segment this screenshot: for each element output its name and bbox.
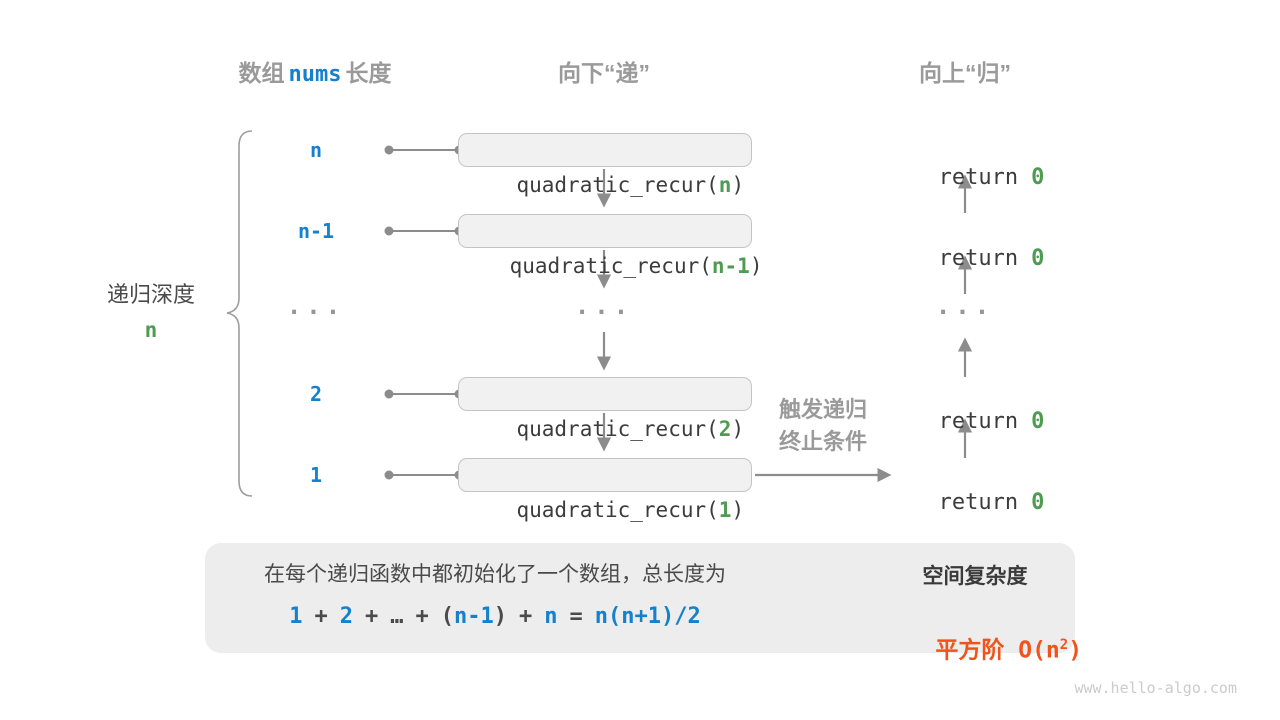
call-arg: n-1 [711, 254, 750, 278]
formula-ellipsis: … [390, 604, 404, 629]
call-box-n: quadratic_recur(n) [458, 133, 752, 197]
return-keyword: return [938, 246, 1019, 271]
space-complexity-value: 平方阶 O(n2) [880, 600, 1082, 664]
formula-term: n [544, 604, 558, 629]
call-box-n-1: quadratic_recur(n-1) [458, 214, 762, 278]
return-value: 0 [1031, 409, 1045, 434]
formula-rparen: ) [493, 604, 508, 629]
trigger-note-line2: 终止条件 [778, 429, 867, 454]
return-statement-1: return 0 [880, 136, 1050, 190]
return-keyword: return [938, 409, 1019, 434]
formula-term: 2 [339, 604, 354, 629]
ellipsis-middle: ... [574, 292, 634, 320]
call-arg: 1 [718, 498, 732, 522]
header-array-suffix: 长度 [345, 60, 392, 86]
length-label-2: 2 [309, 382, 323, 406]
call-close: ) [731, 417, 745, 441]
return-value: 0 [1031, 490, 1045, 515]
complexity-exponent: 2 [1059, 637, 1069, 653]
header-nums-code: nums [288, 62, 342, 87]
summary-formula: 1 +2 + … + (n-1) + n = n(n+1)/2 [230, 601, 760, 633]
trigger-note-line1: 触发递归 [778, 397, 867, 422]
formula-equals: = [569, 604, 583, 629]
column-header-recurse: 向下“递” [558, 60, 650, 86]
formula-term: n-1 [454, 604, 494, 629]
site-watermark: www.hello-algo.com [1074, 679, 1237, 697]
call-text: quadratic_recur( [516, 173, 719, 197]
formula-paren-group: (n-1) [441, 604, 507, 629]
length-label-n: n [309, 138, 323, 162]
summary-panel [205, 543, 1075, 653]
formula-op: + [519, 604, 533, 629]
ellipsis-left: ... [286, 292, 346, 320]
column-header-return: 向上“归” [919, 60, 1011, 86]
formula-lparen: ( [440, 604, 455, 629]
label-connectors [384, 145, 464, 480]
return-statement-4: return 0 [880, 380, 1050, 434]
call-close: ) [749, 254, 763, 278]
formula-term: 1 [289, 604, 303, 629]
complexity-post: ) [1068, 637, 1083, 664]
call-text: quadratic_recur( [516, 498, 719, 522]
complexity-pre: 平方阶 O(n [935, 637, 1060, 664]
return-keyword: return [938, 165, 1019, 190]
formula-op: + [415, 604, 429, 629]
return-statement-5: return 0 [880, 461, 1050, 515]
call-close: ) [731, 173, 745, 197]
call-box-1: quadratic_recur(1) [458, 458, 752, 522]
ellipsis-right: ... [935, 292, 995, 320]
header-array-prefix: 数组 [238, 60, 285, 86]
formula-op: + [314, 604, 328, 629]
call-close: ) [731, 498, 745, 522]
summary-description: 在每个递归函数中都初始化了一个数组，总长度为 [264, 563, 726, 586]
call-arg: 2 [718, 417, 732, 441]
call-arg: n [718, 173, 732, 197]
recursion-depth-value: n [144, 318, 158, 342]
call-text: quadratic_recur( [509, 254, 712, 278]
length-label-1: 1 [309, 463, 323, 487]
recursion-depth-label: 递归深度 [106, 282, 195, 307]
call-text: quadratic_recur( [516, 417, 719, 441]
formula-op: + [365, 604, 379, 629]
return-value: 0 [1031, 165, 1045, 190]
call-box-2: quadratic_recur(2) [458, 377, 752, 441]
return-value: 0 [1031, 246, 1045, 271]
space-complexity-title: 空间复杂度 [922, 565, 1028, 588]
formula-result: n(n+1)/2 [594, 604, 701, 629]
return-keyword: return [938, 490, 1019, 515]
length-label-n-1: n-1 [297, 219, 335, 243]
return-statement-2: return 0 [880, 217, 1050, 271]
